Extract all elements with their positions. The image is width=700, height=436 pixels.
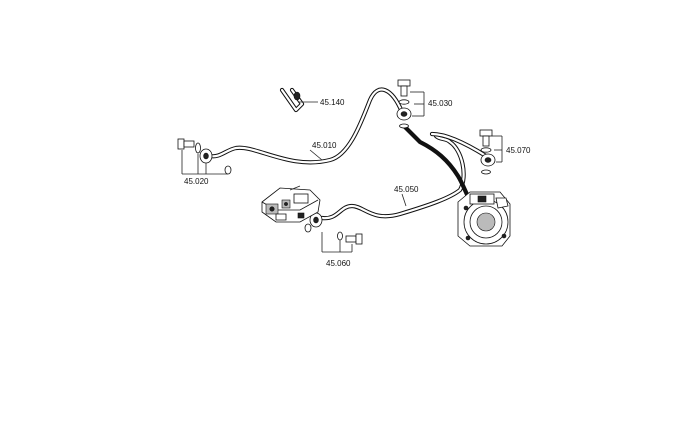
- part-label-45010: 45.010: [312, 141, 337, 150]
- hose-clamp[interactable]: [279, 87, 305, 113]
- valve-block[interactable]: [261, 185, 321, 223]
- part-label-45050: 45.050: [394, 185, 419, 194]
- drive-unit[interactable]: [457, 191, 511, 247]
- pipe-45010[interactable]: [207, 87, 405, 165]
- part-label-45140: 45.140: [320, 98, 345, 107]
- part-label-45070: 45.070: [506, 146, 531, 155]
- part-label-45030: 45.030: [428, 99, 453, 108]
- fitting-group-45030[interactable]: [396, 79, 412, 129]
- part-label-45020: 45.020: [184, 177, 209, 186]
- fitting-group-45070[interactable]: [479, 129, 496, 175]
- fitting-group-45060[interactable]: [304, 212, 363, 245]
- part-label-45060: 45.060: [326, 259, 351, 268]
- leader-45050: [401, 193, 407, 207]
- pipe-45050[interactable]: [319, 133, 466, 221]
- fitting-group-45020[interactable]: [177, 138, 232, 175]
- leader-45010: [309, 149, 323, 161]
- pipe-45070[interactable]: [401, 123, 489, 203]
